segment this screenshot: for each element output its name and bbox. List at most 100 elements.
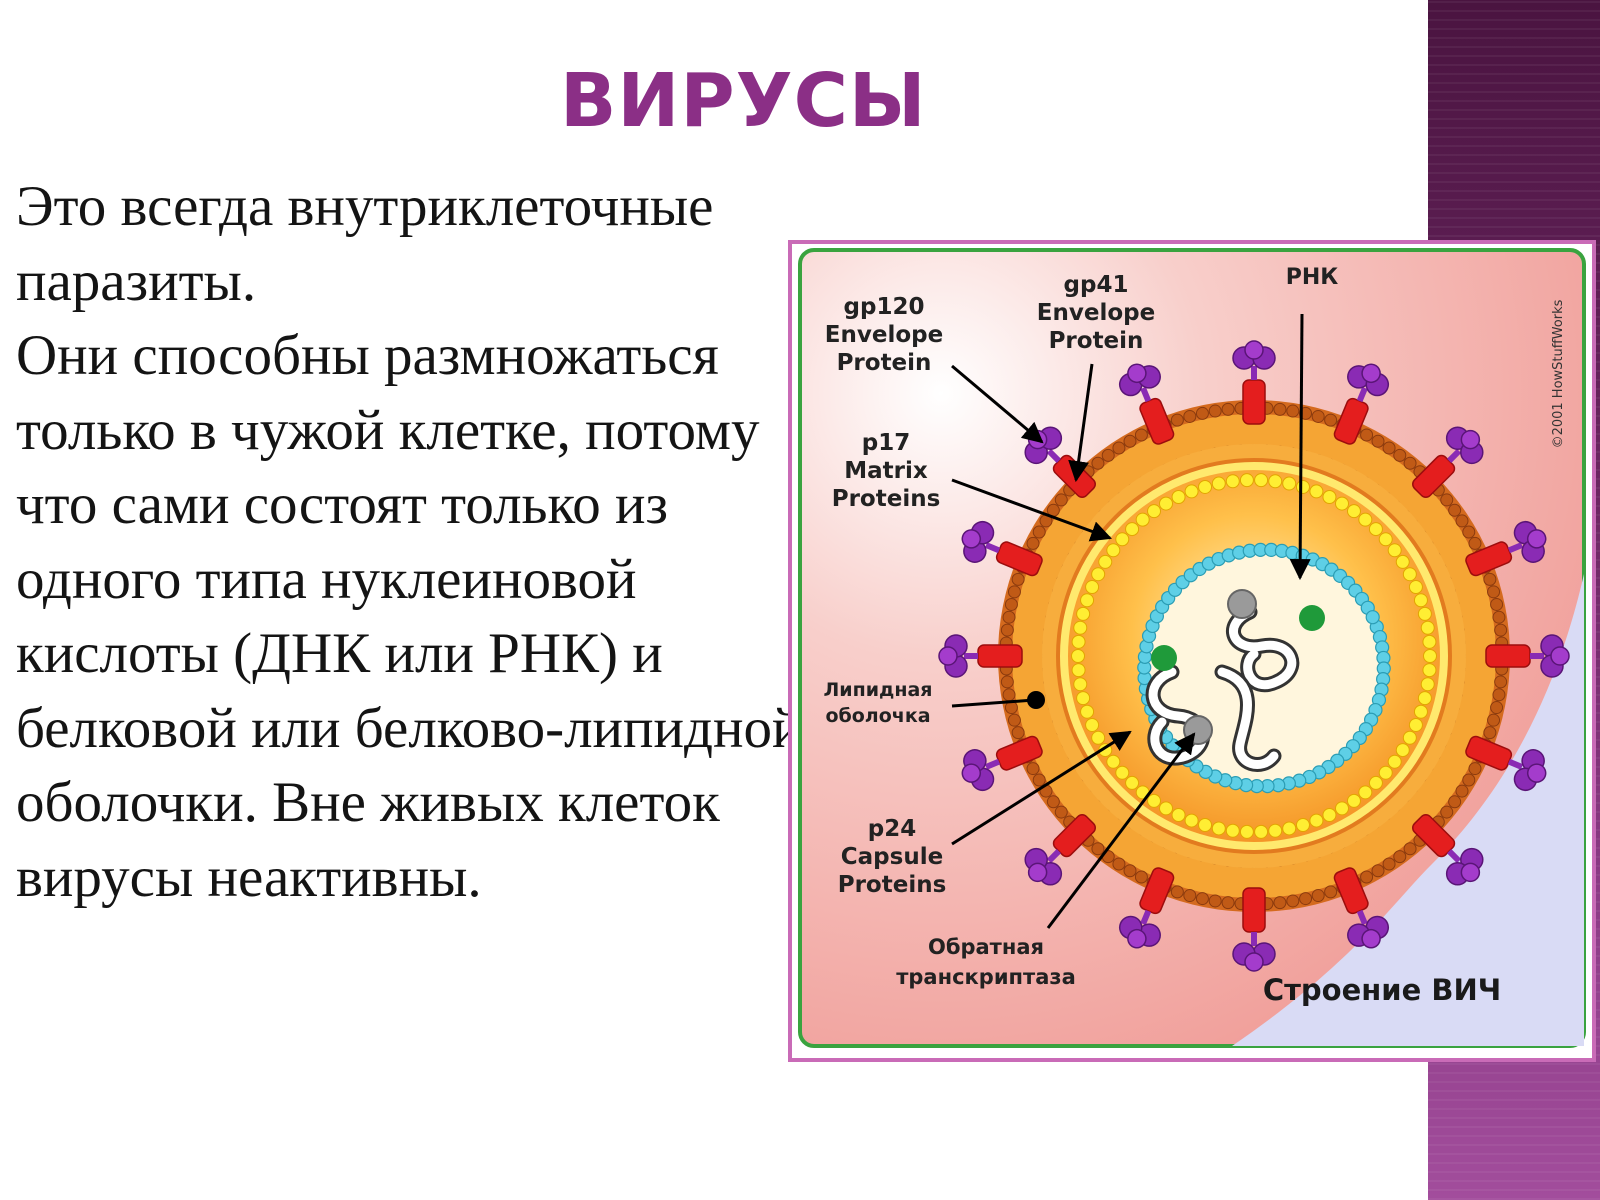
gp120-arrow — [951, 364, 1044, 444]
matrix-protein-bead — [1239, 473, 1254, 488]
matrix-protein-bead — [1402, 567, 1417, 582]
matrix-protein-bead — [1080, 704, 1095, 719]
lipid-bead-outer — [1170, 413, 1184, 427]
matrix-protein-bead — [1322, 808, 1337, 823]
lipid-bead-outer — [1000, 623, 1014, 637]
lipid-bead-outer — [1208, 894, 1222, 908]
lipid-bead-outer — [1195, 406, 1209, 420]
envelope-spike — [1024, 814, 1096, 886]
gp41-stalk — [977, 644, 1023, 668]
lipid-bead-outer — [1026, 536, 1040, 550]
envelope-spike — [961, 520, 1043, 577]
lipid-bead-outer — [1483, 572, 1497, 586]
envelope-spike — [1465, 735, 1547, 792]
label-gp41: gp41 — [1064, 272, 1129, 298]
lipid-bead-outer — [1462, 773, 1476, 787]
spike-neck — [984, 542, 1001, 554]
envelope-spike — [1465, 520, 1547, 577]
matrix-protein-bead — [1073, 677, 1088, 692]
matrix-protein-bead — [1295, 818, 1310, 833]
matrix-protein-bead — [1171, 489, 1186, 504]
matrix-protein-bead — [1076, 691, 1091, 706]
envelope-spike — [1333, 867, 1390, 949]
matrix-protein-bead — [1268, 823, 1283, 838]
spike-neck — [1251, 366, 1257, 380]
virion — [938, 340, 1570, 972]
lipid-bead-outer — [1455, 514, 1469, 528]
lipid-bead-outer — [1311, 409, 1325, 423]
matrix-protein-bead — [1225, 823, 1240, 838]
matrix-protein-bead — [1408, 580, 1423, 595]
green-protein-dot-2 — [1151, 645, 1177, 671]
label-gp41-protein: Protein — [1049, 328, 1144, 354]
matrix-protein-bead — [1085, 580, 1100, 595]
lipid-bead-outer — [1002, 610, 1016, 624]
matrix-protein-bead — [1423, 649, 1437, 663]
lipid-bead-outer — [1123, 434, 1137, 448]
label-gp120-protein: Protein — [837, 350, 932, 376]
lipid-bead-outer — [1360, 428, 1374, 442]
envelope-spike — [1118, 363, 1175, 445]
gp41-stalk — [1242, 379, 1266, 425]
spike-neck — [984, 758, 1001, 770]
figure-caption: Строение ВИЧ — [1263, 973, 1501, 1007]
lipid-bead-outer — [1455, 784, 1469, 798]
gp120-knob — [1460, 429, 1481, 450]
matrix-protein-bead — [1309, 813, 1324, 828]
lipid-bead-outer — [1273, 402, 1287, 416]
rna-strand-upper — [1229, 607, 1297, 690]
label-reverse-transcriptase-line2: транскриптаза — [896, 965, 1076, 989]
matrix-protein-bead — [1358, 512, 1373, 527]
spike-neck — [1507, 542, 1524, 554]
label-rna: РНК — [1286, 265, 1339, 290]
matrix-protein-bead — [1387, 543, 1402, 558]
gp120-knob — [1460, 862, 1481, 883]
lavender-background-wedge — [1232, 574, 1584, 1046]
spike-neck — [1140, 386, 1152, 403]
matrix-protein-bead — [1184, 813, 1199, 828]
figure-credit: ©2001 HowStuffWorks — [1551, 299, 1566, 448]
gp41-stalk — [1333, 867, 1369, 915]
lipid-bead-outer — [1208, 404, 1222, 418]
matrix-protein-bead — [1125, 522, 1140, 537]
lipid-bead-outer — [1054, 493, 1068, 507]
gp120-knob — [961, 763, 982, 783]
lipid-bead-outer — [1403, 842, 1417, 856]
lipid-bead-outer — [1007, 713, 1021, 727]
envelope-spike — [1232, 340, 1276, 425]
matrix-protein-bead — [1346, 793, 1361, 808]
reverse-transcriptase-dot-1 — [1227, 589, 1257, 619]
gp120-knob — [1127, 363, 1147, 384]
matrix-protein-bead — [1420, 620, 1435, 635]
lipid-bead-outer — [1468, 762, 1482, 776]
matrix-protein-bead — [1159, 801, 1173, 816]
lipid-bead-outer — [1371, 864, 1385, 878]
hiv-structure-figure: gp120 Envelope Protein gp41 Envelope Pro… — [788, 240, 1596, 1062]
matrix-protein-bead — [1402, 730, 1417, 745]
gp120-knob — [1526, 763, 1547, 783]
gp41-stalk — [995, 541, 1043, 577]
gp120-knob — [1361, 363, 1381, 384]
lipid-bead-outer — [1183, 889, 1197, 903]
label-p17-proteins: Proteins — [832, 486, 941, 512]
lipid-bead-outer — [1492, 610, 1506, 624]
envelope-spike — [1333, 363, 1390, 445]
spike-neck — [1447, 448, 1462, 463]
matrix-protein-bead — [1198, 479, 1213, 494]
lipid-bead-outer — [1026, 762, 1040, 776]
lipid-bead-outer — [1286, 404, 1300, 418]
gp41-stalk — [1465, 541, 1513, 577]
label-p24-proteins: Proteins — [838, 872, 947, 898]
lipid-bead-outer — [1494, 675, 1508, 689]
spike-neck — [1507, 758, 1524, 770]
lipid-bead-outer — [1403, 456, 1417, 470]
lipid-bead-outer — [1468, 536, 1482, 550]
matrix-protein-bead — [1295, 479, 1310, 494]
matrix-protein-bead — [1135, 512, 1150, 527]
lipid-bead-outer — [1286, 894, 1300, 908]
matrix-protein-bead — [1408, 717, 1423, 732]
matrix-protein-bead — [1422, 634, 1437, 649]
lipid-bead-outer — [1101, 448, 1115, 462]
matrix-protein-bead — [1115, 532, 1130, 547]
matrix-protein-bead — [1091, 730, 1106, 745]
